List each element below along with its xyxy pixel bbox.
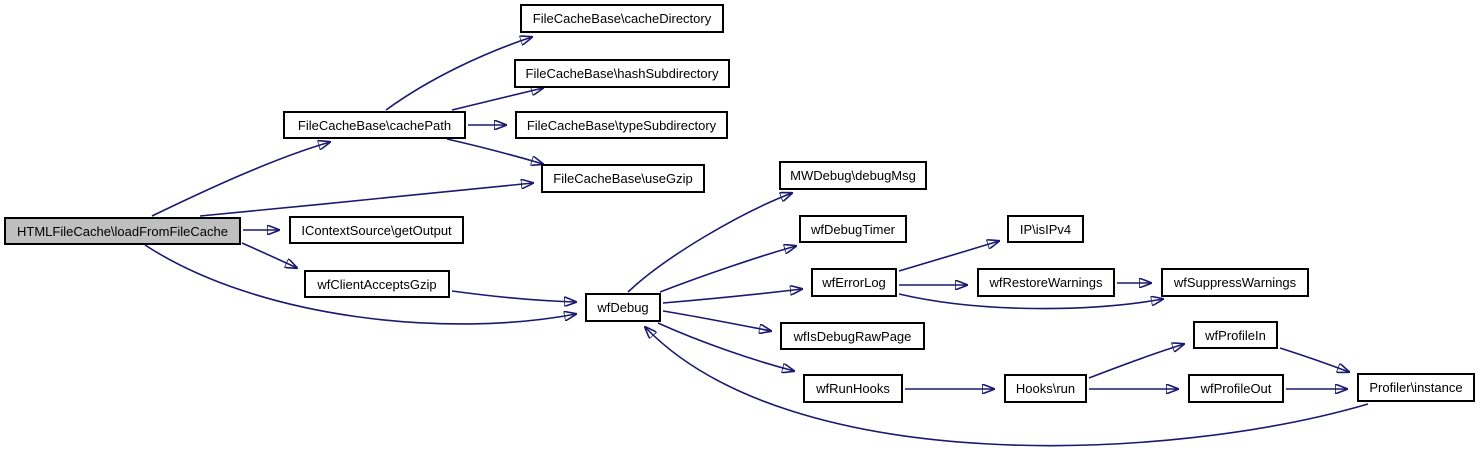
edge-wfDebug-wfRunHooks xyxy=(657,322,794,371)
node-cacheDirectory[interactable]: FileCacheBase\cacheDirectory xyxy=(520,4,724,33)
node-load: HTMLFileCache\loadFromFileCache xyxy=(4,217,241,245)
edge-wfDebug-wfIsDebugRawPage xyxy=(662,310,771,331)
node-useGzip[interactable]: FileCacheBase\useGzip xyxy=(541,164,705,193)
node-hashSubdirectory[interactable]: FileCacheBase\hashSubdirectory xyxy=(514,59,730,88)
node-wfRestoreWarnings[interactable]: wfRestoreWarnings xyxy=(977,268,1115,297)
edge-hooksRun-wfProfileIn xyxy=(1088,344,1184,379)
node-cachePath[interactable]: FileCacheBase\cachePath xyxy=(283,111,466,139)
edge-load-clientAcceptsGzip xyxy=(241,242,297,268)
node-typeSubdirectory[interactable]: FileCacheBase\typeSubdirectory xyxy=(515,111,728,139)
node-wfDebug[interactable]: wfDebug xyxy=(585,293,661,322)
edge-wfDebug-wfDebugTimer xyxy=(659,246,796,293)
node-clientAcceptsGzip[interactable]: wfClientAcceptsGzip xyxy=(304,270,450,298)
node-profilerInstance[interactable]: Profiler\instance xyxy=(1357,373,1475,402)
edge-clientAcceptsGzip-wfDebug xyxy=(451,290,576,302)
node-isIPv4[interactable]: IP\isIPv4 xyxy=(1007,215,1084,243)
edge-load-useGzip xyxy=(199,183,533,217)
edge-load-wfDebug xyxy=(144,244,576,325)
edge-wfErrorLog-wfSuppressWarnings xyxy=(898,293,1163,310)
edge-wfDebug-debugMsg xyxy=(627,193,792,293)
node-wfSuppressWarnings[interactable]: wfSuppressWarnings xyxy=(1161,268,1309,297)
node-wfDebugTimer[interactable]: wfDebugTimer xyxy=(799,215,907,243)
node-getOutput[interactable]: IContextSource\getOutput xyxy=(289,216,464,244)
edge-wfDebug-wfErrorLog xyxy=(662,289,802,304)
edge-cachePath-hashSubdirectory xyxy=(451,88,543,111)
node-hooksRun[interactable]: Hooks\run xyxy=(1004,374,1087,403)
node-wfProfileIn[interactable]: wfProfileIn xyxy=(1193,321,1278,349)
edge-wfProfileIn-profilerInstance xyxy=(1279,347,1349,372)
node-wfErrorLog[interactable]: wfErrorLog xyxy=(811,268,897,297)
edge-wfErrorLog-isIPv4 xyxy=(898,241,999,272)
edge-cachePath-cacheDirectory xyxy=(385,37,532,111)
node-wfRunHooks[interactable]: wfRunHooks xyxy=(803,374,903,403)
node-wfProfileOut[interactable]: wfProfileOut xyxy=(1188,374,1284,403)
node-wfIsDebugRawPage[interactable]: wfIsDebugRawPage xyxy=(780,322,925,350)
node-debugMsg[interactable]: MWDebug\debugMsg xyxy=(779,161,927,190)
edge-load-cachePath xyxy=(151,142,330,217)
edge-cachePath-useGzip xyxy=(446,138,543,164)
edge-profilerInstance-wfDebug xyxy=(645,327,1369,447)
